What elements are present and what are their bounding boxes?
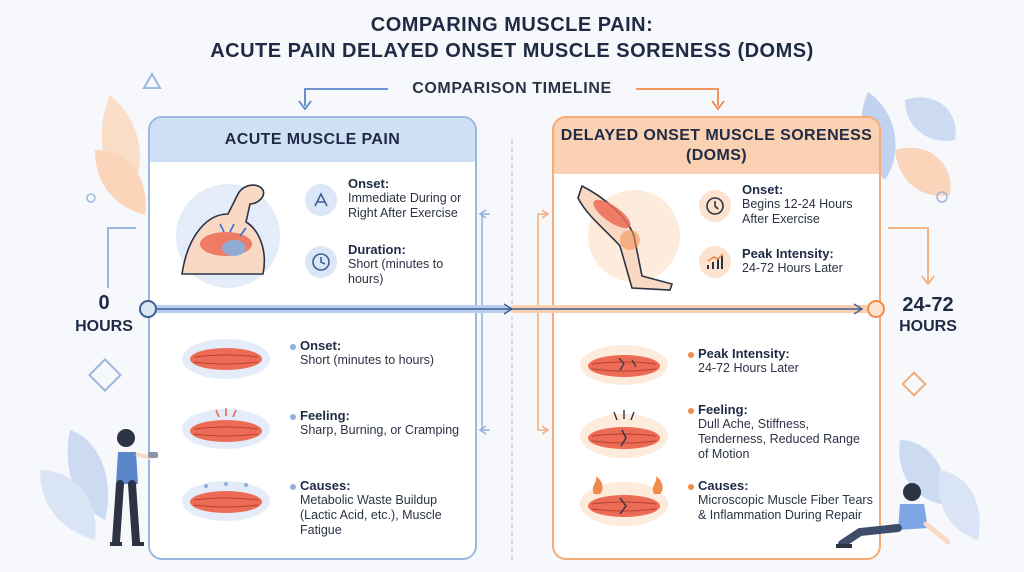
acute-duration-fact: Duration: Short (minutes to hours): [348, 242, 468, 287]
acute-row-value: Metabolic Waste Buildup (Lactic Acid, et…: [300, 493, 442, 537]
timeline-title: COMPARISON TIMELINE: [412, 80, 612, 97]
muscle-icon: [182, 408, 270, 449]
muscle-icon: [580, 410, 668, 458]
doms-peak-fact: Peak Intensity: 24-72 Hours Later: [742, 246, 872, 276]
timeline-end-unit: HOURS: [899, 318, 957, 335]
doms-peak-label: Peak Intensity:: [742, 246, 834, 261]
doms-peak-value: 24-72 Hours Later: [742, 261, 843, 275]
acute-row-feeling: Feeling: Sharp, Burning, or Cramping: [300, 408, 470, 438]
muscle-icon: [580, 476, 668, 526]
doms-onset-value: Begins 12-24 Hours After Exercise: [742, 197, 853, 226]
doms-row-causes: Causes: Microscopic Muscle Fiber Tears &…: [698, 478, 873, 523]
acute-row-label: Onset:: [300, 338, 342, 353]
doms-row-peak: Peak Intensity: 24-72 Hours Later: [698, 346, 873, 376]
doms-panel: DELAYED ONSET MUSCLE SORENESS (DOMS) Ons…: [552, 116, 881, 560]
bullet-dot: [290, 344, 296, 350]
bullet-dot: [290, 414, 296, 420]
acute-row-onset: Onset: Short (minutes to hours): [300, 338, 470, 368]
chart-up-icon: [699, 246, 731, 278]
clock-icon: [699, 190, 731, 222]
acute-row-value: Short (minutes to hours): [300, 353, 435, 367]
knee-pain-icon: [577, 184, 680, 291]
acute-onset-value: Immediate During or Right After Exercise: [348, 191, 462, 220]
acute-row-value: Sharp, Burning, or Cramping: [300, 423, 460, 437]
doms-row-label: Feeling:: [698, 402, 748, 417]
timeline-bar: [139, 300, 885, 318]
doms-onset-label: Onset:: [742, 182, 784, 197]
doms-onset-fact: Onset: Begins 12-24 Hours After Exercise: [742, 182, 872, 227]
acute-row-label: Feeling:: [300, 408, 350, 423]
muscle-icon: [182, 481, 270, 521]
doms-panel-heading: DELAYED ONSET MUSCLE SORENESS (DOMS): [554, 118, 879, 174]
doms-row-label: Peak Intensity:: [698, 346, 790, 361]
acute-row-label: Causes:: [300, 478, 351, 493]
doms-row-label: Causes:: [698, 478, 749, 493]
bullet-dot: [688, 408, 694, 414]
timeline-start-unit: HOURS: [75, 318, 133, 335]
bullet-dot: [688, 352, 694, 358]
doms-row-feeling: Feeling: Dull Ache, Stiffness, Tendernes…: [698, 402, 873, 462]
sitting-person-icon: [836, 483, 951, 548]
acute-onset-fact: Onset: Immediate During or Right After E…: [348, 176, 468, 221]
acute-onset-label: Onset:: [348, 176, 390, 191]
stopwatch-icon: [305, 184, 337, 216]
acute-pain-panel: ACUTE MUSCLE PAIN Onset: Immediate Durin…: [148, 116, 477, 560]
flexed-arm-icon: [176, 184, 280, 288]
bullet-dot: [290, 484, 296, 490]
muscle-icon: [182, 339, 270, 379]
muscle-icon: [580, 345, 668, 385]
runner-icon: [110, 429, 158, 546]
timeline-end-value: 24-72: [902, 294, 954, 316]
clock-icon: [305, 246, 337, 278]
doms-row-value: 24-72 Hours Later: [698, 361, 799, 375]
acute-duration-label: Duration:: [348, 242, 406, 257]
page-title-line-2: ACUTE PAIN DELAYED ONSET MUSCLE SORENESS…: [210, 40, 814, 62]
acute-panel-heading: ACUTE MUSCLE PAIN: [150, 118, 475, 162]
timeline-start-value: 0: [98, 292, 110, 314]
acute-row-causes: Causes: Metabolic Waste Buildup (Lactic …: [300, 478, 472, 538]
bullet-dot: [688, 484, 694, 490]
doms-row-value: Microscopic Muscle Fiber Tears & Inflamm…: [698, 493, 873, 522]
acute-duration-value: Short (minutes to hours): [348, 257, 444, 286]
page-title-line-1: COMPARING MUSCLE PAIN:: [370, 14, 654, 36]
doms-row-value: Dull Ache, Stiffness, Tenderness, Reduce…: [698, 417, 860, 461]
